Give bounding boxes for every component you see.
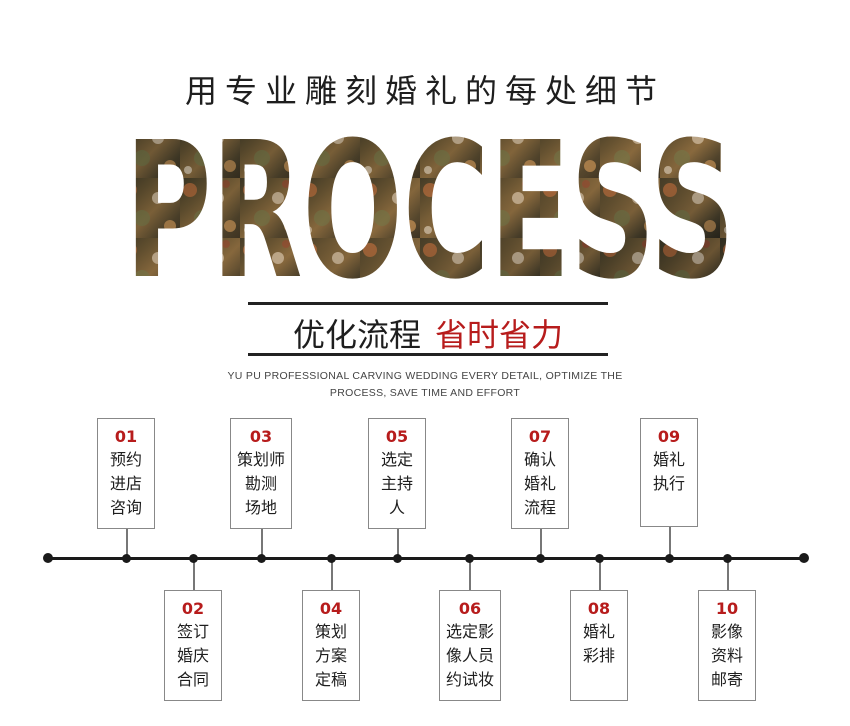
timeline-end-dot	[799, 553, 809, 563]
step-label: 选定 主持 人	[380, 450, 413, 517]
step-05: 05 选定 主持 人	[368, 418, 426, 529]
step-label: 婚礼 执行	[652, 450, 685, 493]
step-02: 02 签订 婚庆 合同	[164, 590, 222, 701]
step-04: 04 策划 方案 定稿	[302, 590, 360, 701]
subtitle: 优化流程省时省力	[248, 310, 608, 356]
process-photo-lettering: PROCESS	[125, 118, 735, 283]
step-number: 06	[458, 599, 482, 618]
step-08: 08 婚礼 彩排	[570, 590, 628, 701]
connector-01	[126, 529, 128, 557]
hero-process-photo-text: PROCESS	[120, 118, 740, 283]
step-09: 09 婚礼 执行	[640, 418, 698, 527]
subtitle-block: 优化流程省时省力	[248, 302, 608, 356]
timeline-dot-05	[393, 554, 402, 563]
timeline-start-dot	[43, 553, 53, 563]
english-description-line-2: PROCESS, SAVE TIME AND EFFORT	[329, 387, 521, 399]
timeline-dot-10	[723, 554, 732, 563]
timeline-dot-06	[465, 554, 474, 563]
step-06: 06 选定影 像人员 约试妆	[439, 590, 501, 701]
timeline-dot-01	[122, 554, 131, 563]
step-number: 10	[715, 599, 739, 618]
top-title: 用专业雕刻婚礼的每处细节	[184, 72, 665, 110]
subtitle-red-text: 省时省力	[435, 316, 564, 354]
step-number: 05	[385, 427, 409, 446]
connector-08	[599, 560, 601, 590]
english-description: YU PU PROFESSIONAL CARVING WEDDING EVERY…	[0, 368, 850, 402]
connector-07	[540, 529, 542, 557]
step-label: 预约 进店 咨询	[109, 450, 142, 517]
subtitle-black-text: 优化流程	[292, 316, 421, 354]
step-number: 07	[528, 427, 552, 446]
step-number: 08	[587, 599, 611, 618]
step-label: 签订 婚庆 合同	[176, 622, 209, 689]
step-number: 01	[114, 427, 138, 446]
connector-09	[669, 527, 671, 557]
step-number: 02	[181, 599, 205, 618]
connector-03	[261, 529, 263, 557]
step-label: 影像 资料 邮寄	[710, 622, 743, 689]
timeline-dot-08	[595, 554, 604, 563]
connector-06	[469, 560, 471, 590]
subtitle-bottom-rule	[248, 353, 608, 356]
timeline-dot-02	[189, 554, 198, 563]
connector-05	[397, 529, 399, 557]
connector-10	[727, 560, 729, 590]
step-label: 确认 婚礼 流程	[523, 450, 556, 517]
step-number: 09	[657, 427, 681, 446]
connector-02	[193, 560, 195, 590]
step-label: 策划 方案 定稿	[314, 622, 347, 689]
timeline-dot-07	[536, 554, 545, 563]
english-description-line-1: YU PU PROFESSIONAL CARVING WEDDING EVERY…	[227, 370, 623, 382]
step-07: 07 确认 婚礼 流程	[511, 418, 569, 529]
step-10: 10 影像 资料 邮寄	[698, 590, 756, 701]
step-number: 04	[319, 599, 343, 618]
timeline-dot-04	[327, 554, 336, 563]
step-number: 03	[249, 427, 273, 446]
timeline-dot-09	[665, 554, 674, 563]
step-03: 03 策划师 勘测 场地	[230, 418, 292, 529]
step-label: 婚礼 彩排	[582, 622, 615, 665]
step-01: 01 预约 进店 咨询	[97, 418, 155, 529]
timeline-axis	[48, 557, 804, 560]
subtitle-top-rule	[248, 302, 608, 305]
step-label: 选定影 像人员 约试妆	[445, 622, 494, 689]
connector-04	[331, 560, 333, 590]
timeline-dot-03	[257, 554, 266, 563]
step-label: 策划师 勘测 场地	[236, 450, 285, 517]
